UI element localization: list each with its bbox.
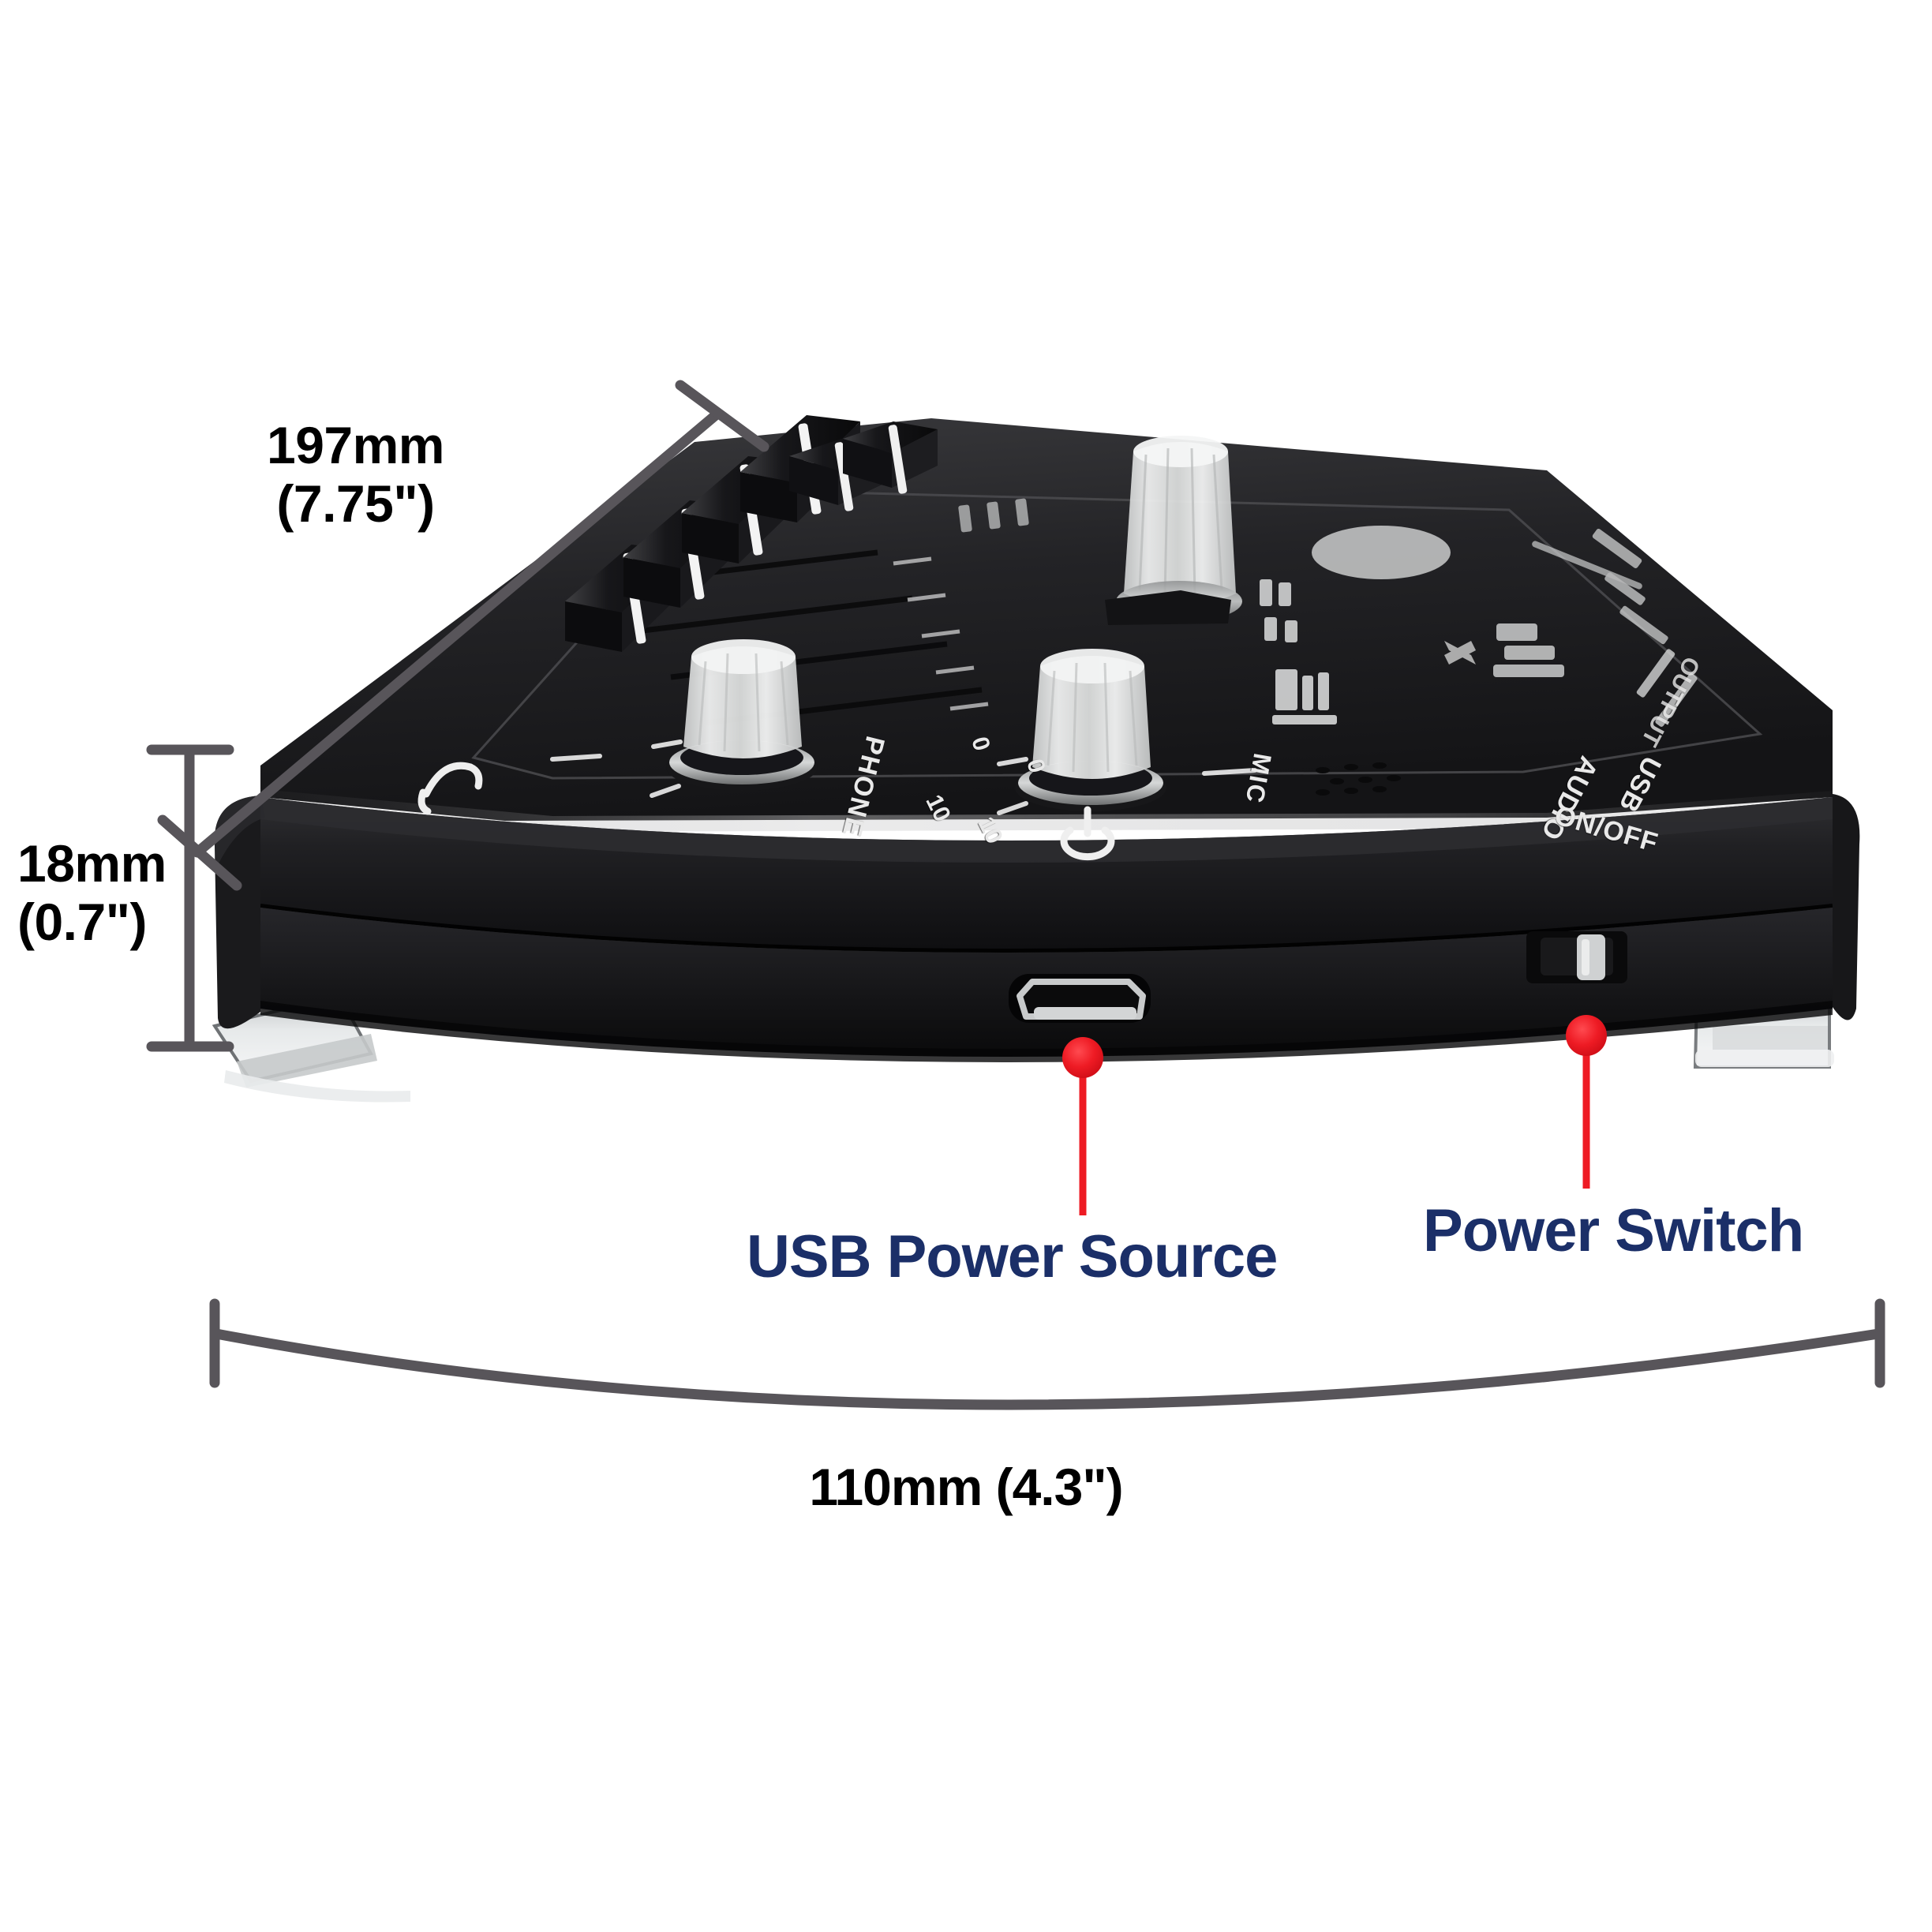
depth-dimension-label: 197mm(7.75") (267, 416, 445, 534)
height-dimension-label: 18mm(0.7") (17, 834, 167, 952)
headphone-icon (417, 762, 483, 815)
width-dimension-label: 110mm (4.3") (0, 1458, 1932, 1517)
fader-cap (843, 421, 938, 494)
depth-metric: 197mm (267, 416, 445, 474)
micro-usb-port (1009, 974, 1151, 1023)
device-illustration (146, 380, 1885, 1410)
callout-label-usb-power-source: USB Power Source (747, 1223, 1278, 1290)
width-metric: 110mm (4.3") (809, 1458, 1123, 1516)
knob-mic (1015, 649, 1166, 811)
rear-button (1105, 590, 1231, 625)
brand-area (958, 498, 1698, 727)
left-end-cap (214, 796, 265, 1029)
knob-phone (666, 639, 818, 791)
callout-leader-power (1566, 1015, 1607, 1189)
height-imperial: (0.7") (17, 892, 148, 951)
knob-scale-ticks (550, 739, 1257, 815)
height-dimension-line (146, 744, 234, 1052)
right-end-cap (1833, 794, 1860, 1020)
slide-switch (1526, 931, 1627, 983)
height-metric: 18mm (17, 834, 167, 893)
width-dimension-line (209, 1298, 1885, 1410)
speaker-grille (1316, 762, 1401, 796)
rear-knob (1116, 436, 1242, 622)
depth-dimension-line (157, 380, 769, 891)
callout-leader-usb (1062, 1037, 1103, 1215)
callout-label-power-switch: Power Switch (1423, 1197, 1804, 1264)
depth-imperial: (7.75") (276, 474, 435, 533)
power-symbol-icon (1060, 806, 1115, 861)
front-face (260, 797, 1833, 953)
